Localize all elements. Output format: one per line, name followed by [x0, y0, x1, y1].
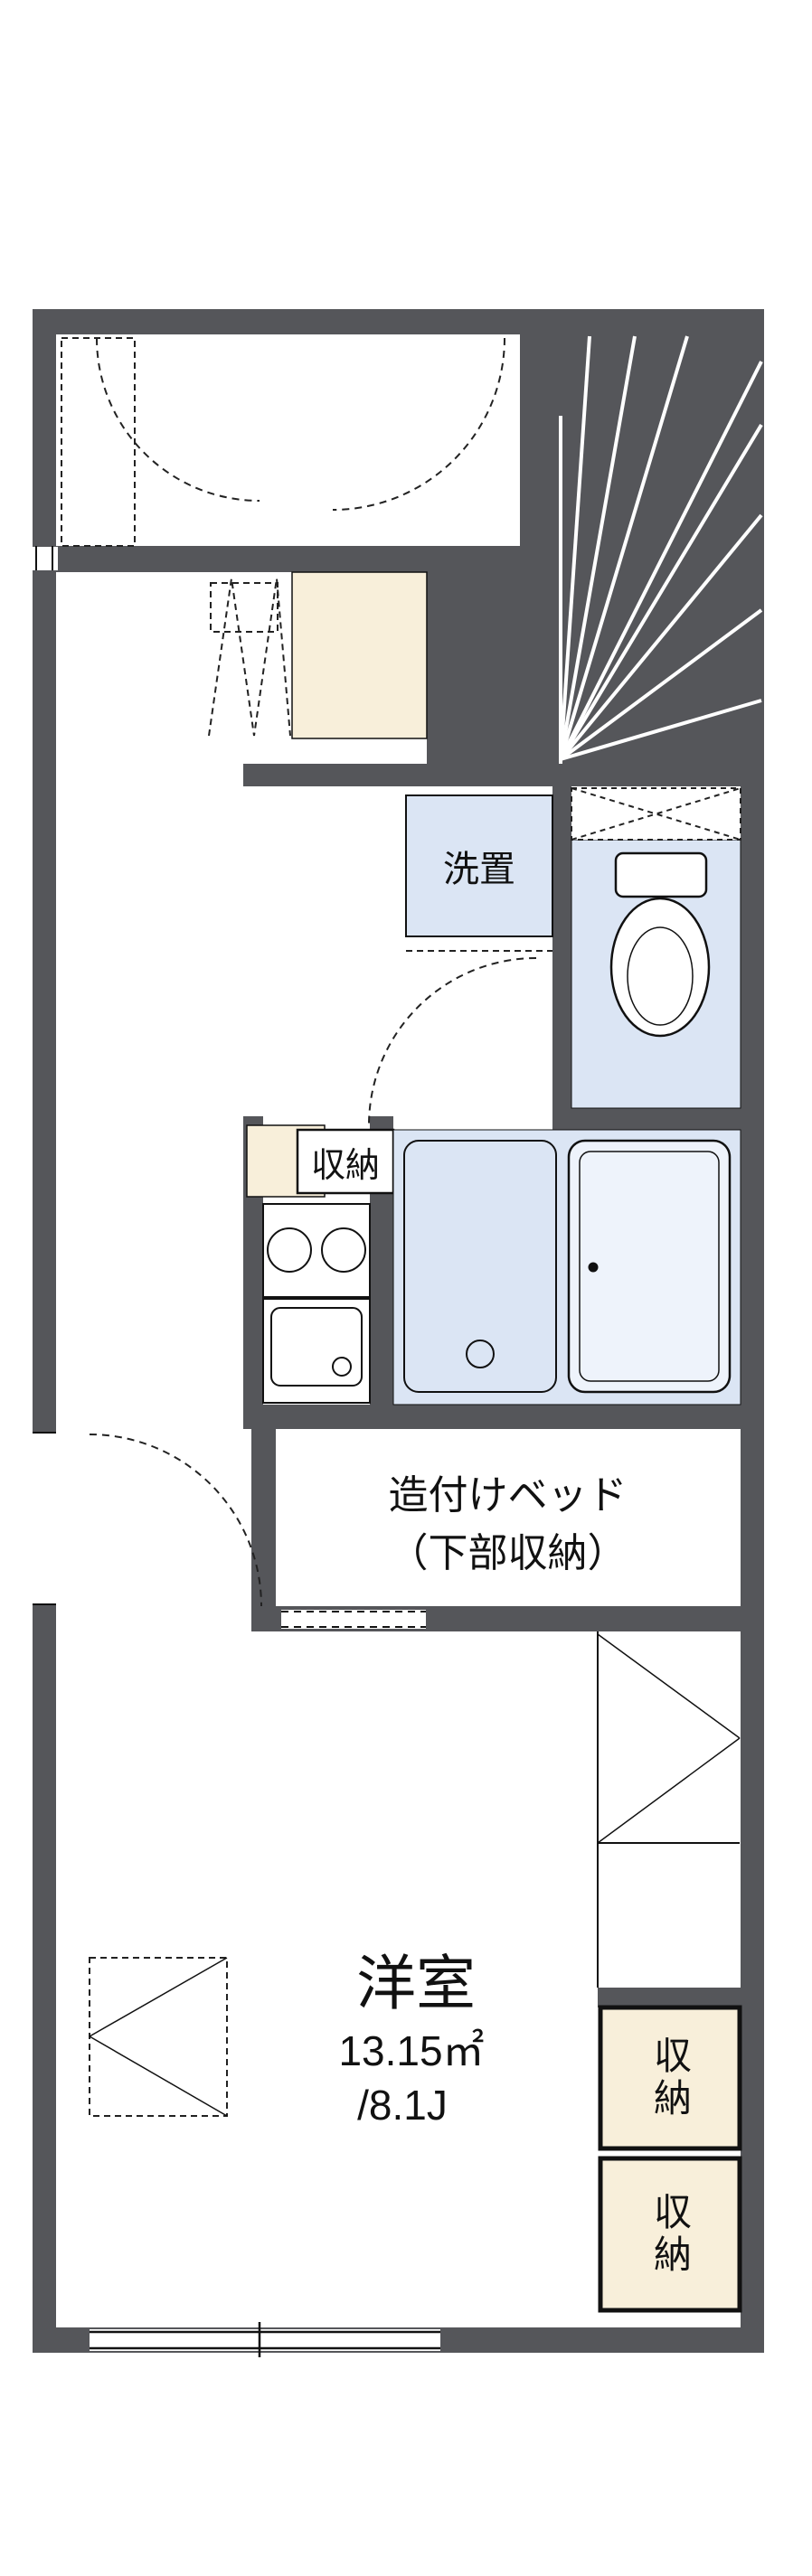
storage-box-lower: [598, 2156, 742, 2313]
toilet-room: [571, 787, 741, 1109]
entry-door-swing-left: [96, 337, 260, 502]
room-door-swing: [89, 1434, 262, 1607]
stove-icon: [262, 1203, 371, 1298]
entry-upper-cabinet-dashed: [61, 337, 136, 547]
kitchen: [246, 1124, 395, 1404]
toilet-icon: [609, 851, 711, 1038]
built-in-bed-label: 造付けベッド （下部収納）: [276, 1457, 740, 1593]
bathroom: [392, 1129, 741, 1406]
kitchen-storage-label: 収納: [310, 1146, 380, 1185]
left-wall-door-opening: [31, 1432, 58, 1605]
built-in-bed-label-line2: （下部収納）: [388, 1531, 628, 1575]
main-room-name: 洋室: [356, 1950, 476, 2017]
shower-pan-icon: [403, 1140, 557, 1393]
main-room-area-tatami: /8.1J: [357, 2082, 448, 2129]
entry-closet-bifold-door: [208, 578, 291, 737]
laundry-label: 洗置: [443, 850, 515, 889]
laundry-space: [405, 794, 553, 952]
overhead-cabinet-dashed: [89, 1957, 228, 2117]
entry-door-swing-right: [332, 337, 505, 511]
storage-upper-label: 収納: [648, 2035, 692, 2120]
right-closet: [597, 1631, 741, 1988]
main-room-area-m2: 13.15㎡: [338, 2027, 485, 2074]
bathtub-icon: [567, 1139, 732, 1394]
left-wall-window: [31, 546, 58, 570]
kitchen-storage-label-box: [296, 1128, 395, 1195]
bath-door-swing: [368, 957, 537, 1126]
storage-lower-label: 収納: [648, 2192, 692, 2277]
storage-box-upper: [598, 2005, 742, 2151]
toilet-shelf-dashed: [571, 787, 741, 841]
built-in-bed-label-line1: 造付けベッド: [388, 1473, 628, 1518]
walls: [33, 309, 764, 2353]
bottom-window: [90, 2322, 440, 2357]
sink-icon: [262, 1298, 371, 1404]
bath-door-knob: [588, 1262, 599, 1273]
staircase: [559, 335, 763, 764]
bed-base-opening: [281, 1610, 426, 1629]
genkan-floor: [291, 571, 428, 739]
